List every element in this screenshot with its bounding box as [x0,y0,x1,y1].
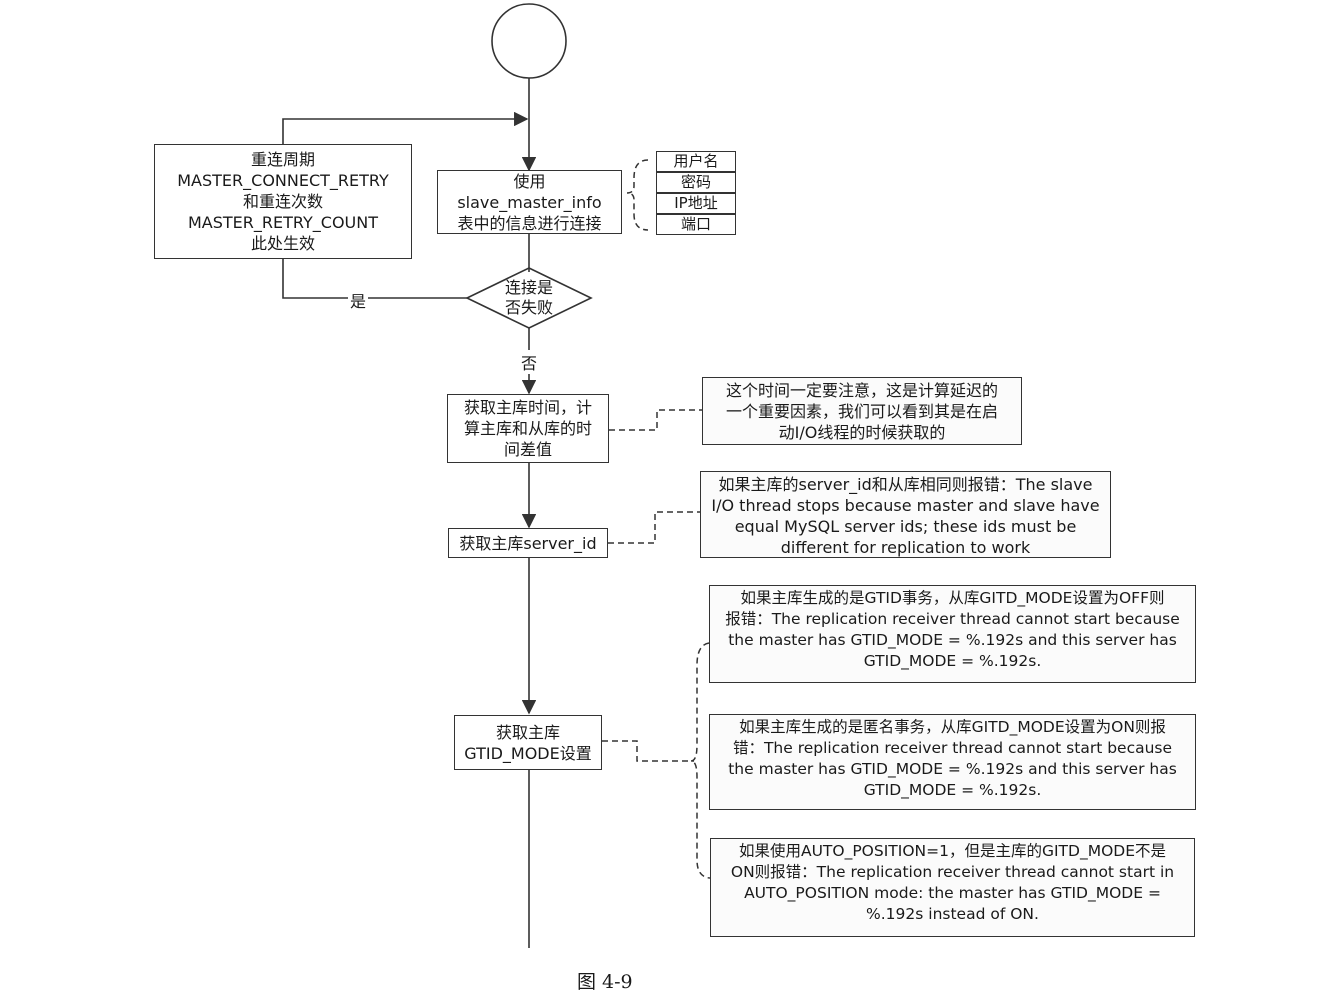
gtid-note-2-line-2: 错：The replication receiver thread cannot… [732,739,1173,757]
gtid-note-3-line-4: %.192s instead of ON. [866,905,1039,923]
connect-box: 使用 slave_master_info 表中的信息进行连接 [437,170,622,234]
field-password: 密码 [656,172,736,193]
gtid-line-2: GTID_MODE设置 [464,743,592,763]
retry-line-2: MASTER_CONNECT_RETRY [177,171,389,190]
time-note-connector [609,409,702,431]
gtid-note-1-line-4: GTID_MODE = %.192s. [863,652,1042,670]
server-id-note: 如果主库的server_id和从库相同则报错：The slave I/O thr… [700,471,1111,558]
figure-caption: 图 4-9 [577,971,633,993]
field-port: 端口 [656,214,736,235]
field-username: 用户名 [656,151,736,172]
time-note-line-3: 动I/O线程的时候获取的 [778,423,946,442]
arrow-retry-loop [282,111,529,144]
start-node [491,3,567,79]
serverid-note-line-1: 如果主库的server_id和从库相同则报错：The slave [718,475,1093,494]
connect-line-2: slave_master_info [457,192,602,212]
gtid-note-1-line-3: the master has GTID_MODE = %.192s and th… [728,631,1177,649]
gtid-note-2-line-1: 如果主库生成的是匿名事务，从库GITD_MODE设置为ON则报 [739,718,1166,736]
gtid-note-2-line-3: the master has GTID_MODE = %.192s and th… [728,760,1177,778]
decision-line-1: 连接是 [504,278,553,297]
serverid-note-line-4: different for replication to work [780,538,1031,557]
gtid-note-brace [690,642,711,879]
no-label: 否 [520,350,539,374]
gtid-note-2-line-4: GTID_MODE = %.192s. [863,781,1042,799]
gtid-note-on: 如果主库生成的是匿名事务，从库GITD_MODE设置为ON则报 错：The re… [709,714,1196,810]
retry-line-4: MASTER_RETRY_COUNT [188,213,378,232]
gtid-note-connector [602,740,694,762]
fields-brace [626,159,649,231]
time-note-line-1: 这个时间一定要注意，这是计算延迟的 [725,381,998,400]
gtid-note-3-line-2: ON则报错：The replication receiver thread ca… [730,863,1175,881]
retry-line-5: 此处生效 [250,234,315,253]
master-time-box: 获取主库时间，计 算主库和从库的时 间差值 [447,394,609,463]
serverid-note-connector [608,511,700,544]
gtid-note-3-line-3: AUTO_POSITION mode: the master has GTID_… [744,884,1161,902]
gtid-note-3-line-1: 如果使用AUTO_POSITION=1，但是主库的GITD_MODE不是 [738,842,1167,860]
arrow-yes-branch [282,259,467,299]
yes-label: 是 [348,288,369,312]
connect-line-1: 使用 [513,171,546,191]
time-note: 这个时间一定要注意，这是计算延迟的 一个重要因素，我们可以看到其是在启 动I/O… [702,377,1022,445]
serverid-note-line-3: equal MySQL server ids; these ids must b… [734,517,1077,536]
gtid-mode-box: 获取主库 GTID_MODE设置 [454,715,602,770]
time-note-line-2: 一个重要因素，我们可以看到其是在启 [725,402,998,421]
gtid-note-off: 如果主库生成的是GTID事务，从库GITD_MODE设置为OFF则 报错：The… [709,585,1196,683]
serverid-line-1: 获取主库server_id [459,533,597,553]
decision-label: 连接是 否失败 [489,278,569,318]
retry-line-1: 重连周期 [250,150,315,169]
retry-settings-box: 重连周期 MASTER_CONNECT_RETRY 和重连次数 MASTER_R… [154,144,412,259]
time-line-2: 算主库和从库的时 [463,419,592,438]
field-ip: IP地址 [656,193,736,214]
gtid-line-1: 获取主库 [495,722,560,742]
retry-line-3: 和重连次数 [242,192,323,211]
serverid-note-line-2: I/O thread stops because master and slav… [711,496,1100,515]
time-line-1: 获取主库时间，计 [463,398,592,417]
gtid-note-1-line-2: 报错：The replication receiver thread canno… [725,610,1180,628]
decision-line-2: 否失败 [504,298,553,317]
gtid-note-1-line-1: 如果主库生成的是GTID事务，从库GITD_MODE设置为OFF则 [740,589,1165,607]
time-line-3: 间差值 [503,440,552,459]
server-id-box: 获取主库server_id [448,528,608,558]
gtid-note-auto-position: 如果使用AUTO_POSITION=1，但是主库的GITD_MODE不是 ON则… [710,838,1195,937]
connect-line-3: 表中的信息进行连接 [457,213,602,233]
